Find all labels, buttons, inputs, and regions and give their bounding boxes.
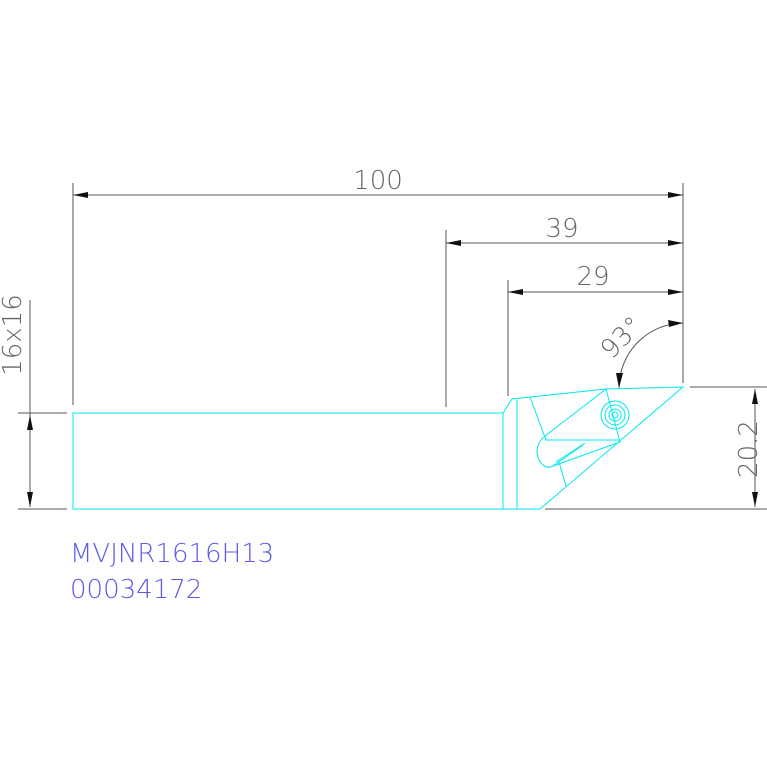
dimension-text-20-2: 20.2 (734, 420, 764, 478)
dimension-20-2: 20.2 (734, 389, 764, 507)
dimension-39: 39 (446, 214, 683, 246)
dimension-angle: 93° (595, 311, 684, 389)
dimension-text-angle: 93° (595, 311, 649, 365)
part-number: 00034172 (70, 575, 202, 605)
dimension-16x16: 16x16 (0, 294, 33, 507)
extension-lines (18, 183, 767, 510)
dimension-text-39: 39 (545, 214, 578, 244)
dimension-text-16x16: 16x16 (0, 294, 28, 376)
dimension-text-29: 29 (576, 262, 609, 292)
part-code: MVJNR1616H13 (70, 539, 274, 569)
insert-screw-icon (600, 400, 630, 430)
tool-holder (72, 386, 685, 510)
dimension-29: 29 (508, 262, 683, 295)
dimension-100: 100 (73, 166, 683, 198)
dimension-text-100: 100 (353, 166, 403, 196)
